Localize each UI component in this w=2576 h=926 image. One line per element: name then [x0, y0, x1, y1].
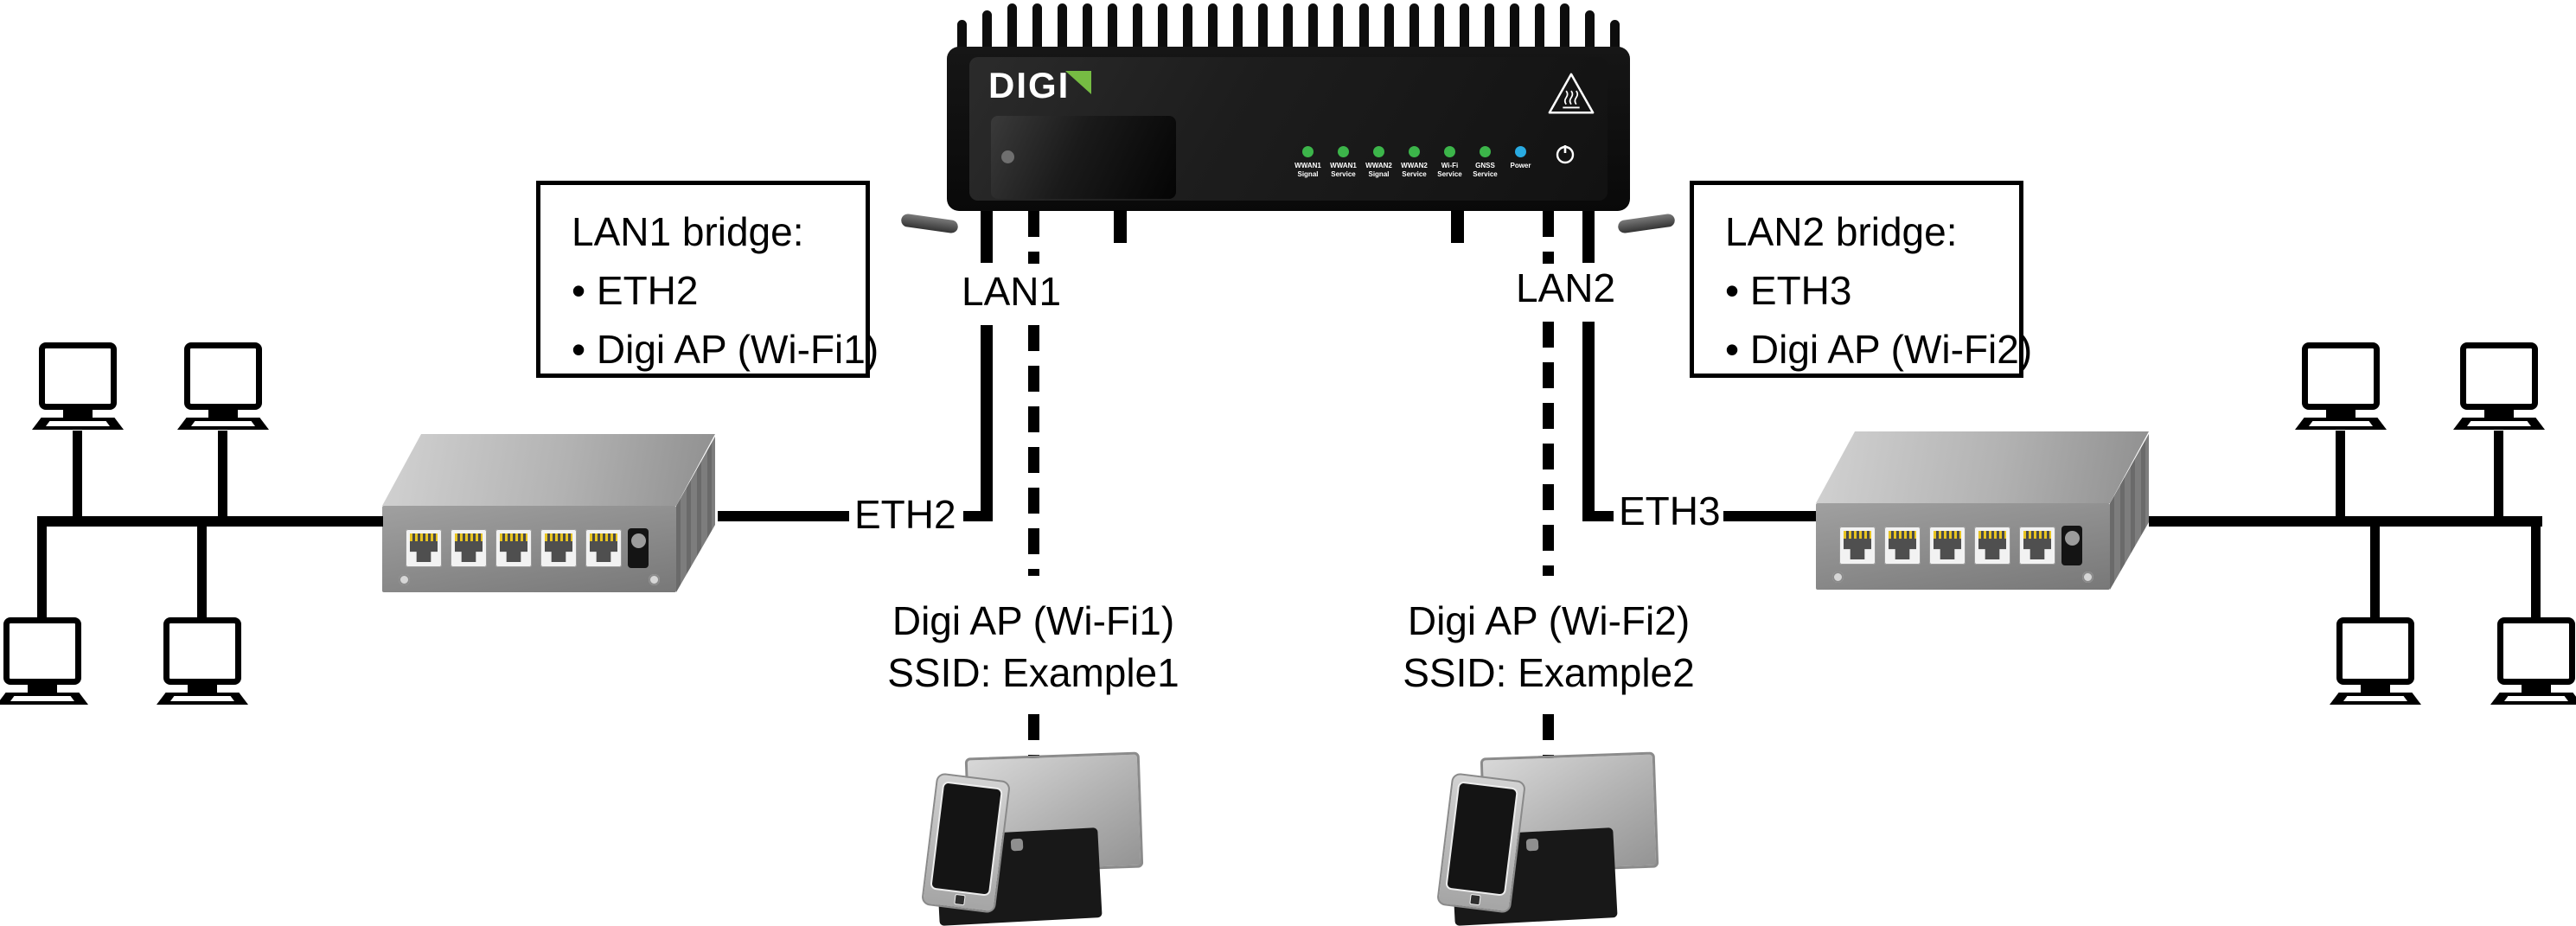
lan2-line-upper: [1582, 211, 1595, 263]
power-jack: [628, 528, 649, 568]
digi-logo: DIGI: [988, 65, 1071, 105]
screw-icon: [2082, 572, 2093, 583]
led-dot: [1409, 146, 1420, 157]
switch-front-face: [382, 506, 676, 592]
label-window-dot: [1001, 150, 1014, 163]
switch-front-face: [1816, 503, 2110, 590]
ethernet-switch-left: [382, 434, 715, 594]
lan1-bridge-item: • ETH2: [572, 268, 699, 313]
lan2-bridge-title: LAN2 bridge:: [1725, 209, 1958, 254]
lan1-label: LAN1: [962, 269, 1062, 314]
led-dot: [1302, 146, 1314, 157]
rj45-port: [540, 529, 577, 567]
wifi1-dashed-line-upper: [1028, 211, 1039, 264]
wifi1-dashed-line-middle: [1028, 325, 1039, 576]
mounting-bracket-right: [1617, 213, 1676, 234]
computer-drop-line: [2531, 527, 2541, 617]
computer-drop-line: [37, 527, 47, 617]
eth3-line: [1723, 511, 1816, 521]
rj45-port: [1929, 527, 1966, 565]
desktop-computer-icon: [157, 617, 248, 705]
rj45-port: [2019, 527, 2055, 565]
rj45-port: [1974, 527, 2010, 565]
lan1-bus-line: [37, 516, 383, 527]
switch-top-face: [382, 434, 715, 506]
wifi2-dashed-line-upper: [1543, 211, 1554, 264]
rj45-port: [585, 529, 622, 567]
router-label-window: [991, 116, 1176, 199]
computer-drop-line: [197, 527, 207, 617]
lan1-bridge-item: • Digi AP (Wi-Fi1): [572, 327, 879, 372]
heatsink-fins: [957, 3, 1620, 48]
wifi2-dashed-line-lower: [1543, 714, 1554, 763]
rj45-port: [406, 529, 442, 567]
switch-top-face: [1816, 431, 2149, 503]
rj45-port: [1839, 527, 1876, 565]
lan2-bridge-item: • Digi AP (Wi-Fi2): [1725, 327, 2033, 372]
mounting-foot: [1114, 210, 1127, 243]
hot-surface-warning-icon: [1548, 73, 1595, 114]
lan2-line-elbow: [1595, 511, 1614, 521]
screw-icon: [649, 574, 660, 585]
wifi1-client-devices: [920, 750, 1144, 926]
lan2-line-lower: [1582, 322, 1595, 521]
computer-drop-line: [2494, 431, 2503, 516]
mounting-foot: [1451, 210, 1464, 243]
lan2-bridge-note: LAN2 bridge: • ETH3 • Digi AP (Wi-Fi2): [1690, 181, 2033, 378]
mounting-bracket-left: [900, 213, 959, 234]
lan1-bridge-note: LAN1 bridge: • ETH2 • Digi AP (Wi-Fi1): [536, 181, 879, 378]
wifi2-ap-label: Digi AP (Wi-Fi2)SSID: Example2: [1403, 598, 1695, 695]
wifi1-ap-label: Digi AP (Wi-Fi1)SSID: Example1: [887, 598, 1179, 695]
desktop-computer-icon: [0, 617, 88, 705]
led-dot: [1444, 146, 1455, 157]
wifi2-dashed-line-middle: [1543, 322, 1554, 576]
lan2-bridge-item: • ETH3: [1725, 268, 1852, 313]
desktop-computer-icon: [2453, 342, 2545, 430]
wifi1-dashed-line-lower: [1028, 714, 1039, 763]
lan1-line-lower: [981, 325, 993, 521]
computer-drop-line: [218, 431, 227, 516]
eth2-label: ETH2: [854, 492, 956, 537]
lan1-bridge-title: LAN1 bridge:: [572, 209, 804, 254]
wifi2-client-devices: [1435, 750, 1659, 926]
eth3-label: ETH3: [1619, 489, 1721, 533]
led-dot: [1373, 146, 1384, 157]
rj45-port: [495, 529, 532, 567]
power-button-icon: [1556, 145, 1575, 164]
screw-icon: [1832, 572, 1844, 583]
computer-drop-line: [2370, 527, 2380, 617]
desktop-computer-icon: [2295, 342, 2387, 430]
desktop-computer-icon: [2490, 617, 2576, 705]
led-power: Power: [1503, 146, 1538, 179]
eth2-line: [718, 511, 849, 521]
led-dot: [1515, 146, 1526, 157]
computer-drop-line: [73, 431, 82, 516]
led-dot: [1480, 146, 1491, 157]
rj45-port: [451, 529, 487, 567]
screw-icon: [399, 574, 410, 585]
rj45-port: [1884, 527, 1921, 565]
desktop-computer-icon: [177, 342, 269, 430]
ethernet-switch-right: [1816, 431, 2149, 591]
lan2-bus-line: [2149, 516, 2542, 527]
desktop-computer-icon: [2330, 617, 2421, 705]
lan2-label: LAN2: [1516, 265, 1616, 310]
computer-drop-line: [2336, 431, 2345, 516]
desktop-computer-icon: [32, 342, 124, 430]
power-jack: [2061, 526, 2082, 565]
led-dot: [1338, 146, 1349, 157]
lan1-line-upper: [981, 211, 993, 263]
lan1-line-elbow: [963, 511, 982, 521]
